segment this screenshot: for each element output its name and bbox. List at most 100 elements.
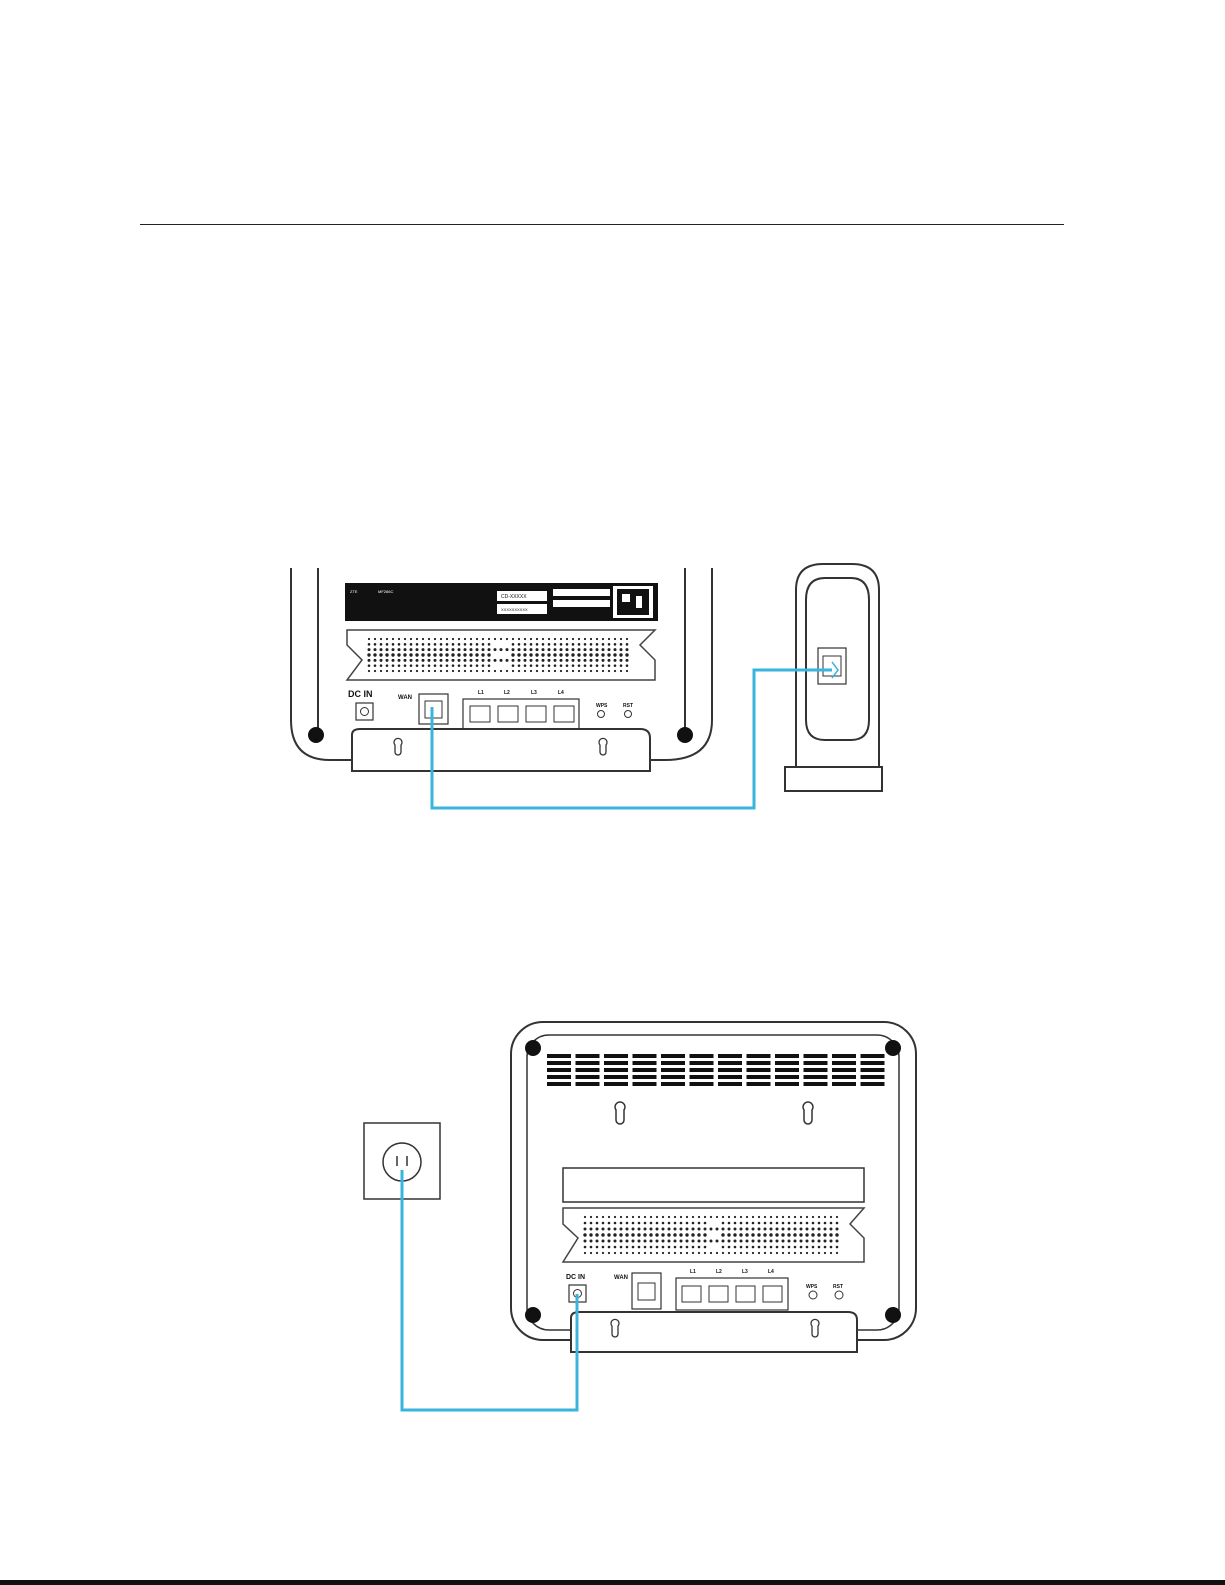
vent-dot: [620, 1240, 623, 1243]
vent-dot: [704, 1252, 706, 1254]
vent-dot: [608, 1246, 611, 1249]
vent-slot: [604, 1054, 628, 1058]
vent-dot: [619, 1233, 622, 1236]
vent-dot: [782, 1240, 785, 1243]
vent-dot: [668, 1222, 671, 1225]
vent-dot: [764, 1252, 766, 1254]
vent-slot: [775, 1054, 799, 1058]
vent-dot: [680, 1240, 683, 1243]
vent-dot: [806, 1246, 809, 1249]
vent-dot: [818, 1222, 821, 1225]
vent-dot: [733, 1233, 736, 1236]
vent-slot: [690, 1082, 714, 1086]
vent-dot: [680, 1246, 683, 1249]
vent-dot: [638, 1240, 641, 1243]
vent-dot: [644, 1240, 647, 1243]
vent-dot: [812, 1228, 815, 1231]
vent-dot: [602, 1228, 605, 1231]
vent-dot: [770, 1216, 772, 1218]
vent-dot: [632, 1252, 634, 1254]
vent-slot: [861, 1068, 885, 1072]
vent-dot: [668, 1216, 670, 1218]
vent-dot: [656, 1228, 659, 1231]
vent-dot: [805, 1233, 808, 1236]
vent-slot: [861, 1075, 885, 1079]
mounting-bracket: [571, 1312, 857, 1352]
vent-dot: [614, 1246, 617, 1249]
vent-slot: [547, 1061, 571, 1065]
vent-dot: [590, 1222, 593, 1225]
vent-dot: [602, 1216, 604, 1218]
vent-dot: [686, 1246, 689, 1249]
vent-dot: [770, 1252, 772, 1254]
vent-dot: [625, 1233, 628, 1236]
vent-dot: [662, 1246, 665, 1249]
vent-dot: [818, 1240, 821, 1243]
vent-dot: [644, 1216, 646, 1218]
vent-dot: [830, 1246, 833, 1249]
vent-dot: [620, 1222, 623, 1225]
vent-dot: [770, 1240, 773, 1243]
vent-dot: [620, 1252, 622, 1254]
vent-slot: [718, 1075, 742, 1079]
vent-dot: [644, 1246, 647, 1249]
vent-slot: [747, 1068, 771, 1072]
vent-dot: [656, 1252, 658, 1254]
vent-dot: [782, 1246, 785, 1249]
vent-dot: [764, 1246, 767, 1249]
vent-dot: [794, 1246, 797, 1249]
vent-dot: [836, 1246, 839, 1249]
vent-dot: [823, 1233, 826, 1236]
vent-dot: [758, 1252, 760, 1254]
vent-dot: [584, 1252, 586, 1254]
vent-dot: [614, 1228, 617, 1231]
vent-slot: [633, 1054, 657, 1058]
vent-dot: [769, 1233, 772, 1236]
vent-slot: [832, 1082, 856, 1086]
vent-dot: [686, 1222, 689, 1225]
vent-slot: [804, 1075, 828, 1079]
vent-dot: [638, 1246, 641, 1249]
vent-dot: [746, 1222, 749, 1225]
vent-slot: [661, 1075, 685, 1079]
vent-dot: [758, 1228, 761, 1231]
vent-dot: [584, 1222, 587, 1225]
vent-slot: [547, 1075, 571, 1079]
vent-dot: [649, 1233, 652, 1236]
vent-dot: [668, 1240, 671, 1243]
vent-dot: [632, 1228, 635, 1231]
vent-dot: [758, 1222, 761, 1225]
vent-dot: [716, 1240, 719, 1243]
vent-dot: [710, 1240, 713, 1243]
lan-label-3: L3: [742, 1269, 748, 1275]
vent-dot: [829, 1233, 832, 1236]
vent-dot: [602, 1222, 605, 1225]
vent-slot: [804, 1068, 828, 1072]
vent-dot: [710, 1216, 712, 1218]
vent-dot: [716, 1252, 718, 1254]
page-bottom-edge: [0, 1580, 1225, 1585]
vent-dot: [631, 1233, 634, 1236]
vent-dot: [728, 1228, 731, 1231]
vent-dot: [830, 1216, 832, 1218]
vent-dot: [824, 1252, 826, 1254]
vent-dot: [607, 1233, 610, 1236]
vent-dot: [764, 1222, 767, 1225]
vent-dot: [644, 1252, 646, 1254]
vent-dot: [650, 1228, 653, 1231]
vent-dot: [626, 1222, 629, 1225]
vent-dot: [776, 1246, 779, 1249]
vent-dot: [806, 1228, 809, 1231]
vent-dot: [745, 1233, 748, 1236]
vent-slot: [661, 1054, 685, 1058]
vent-dot: [661, 1233, 664, 1236]
vent-slot: [576, 1061, 600, 1065]
vent-dot: [638, 1216, 640, 1218]
vent-dot: [794, 1252, 796, 1254]
vent-dot: [626, 1240, 629, 1243]
vent-dot: [806, 1252, 808, 1254]
vent-dot: [788, 1228, 791, 1231]
vent-dot: [596, 1228, 599, 1231]
vent-dot: [722, 1240, 725, 1243]
vent-dot: [608, 1228, 611, 1231]
